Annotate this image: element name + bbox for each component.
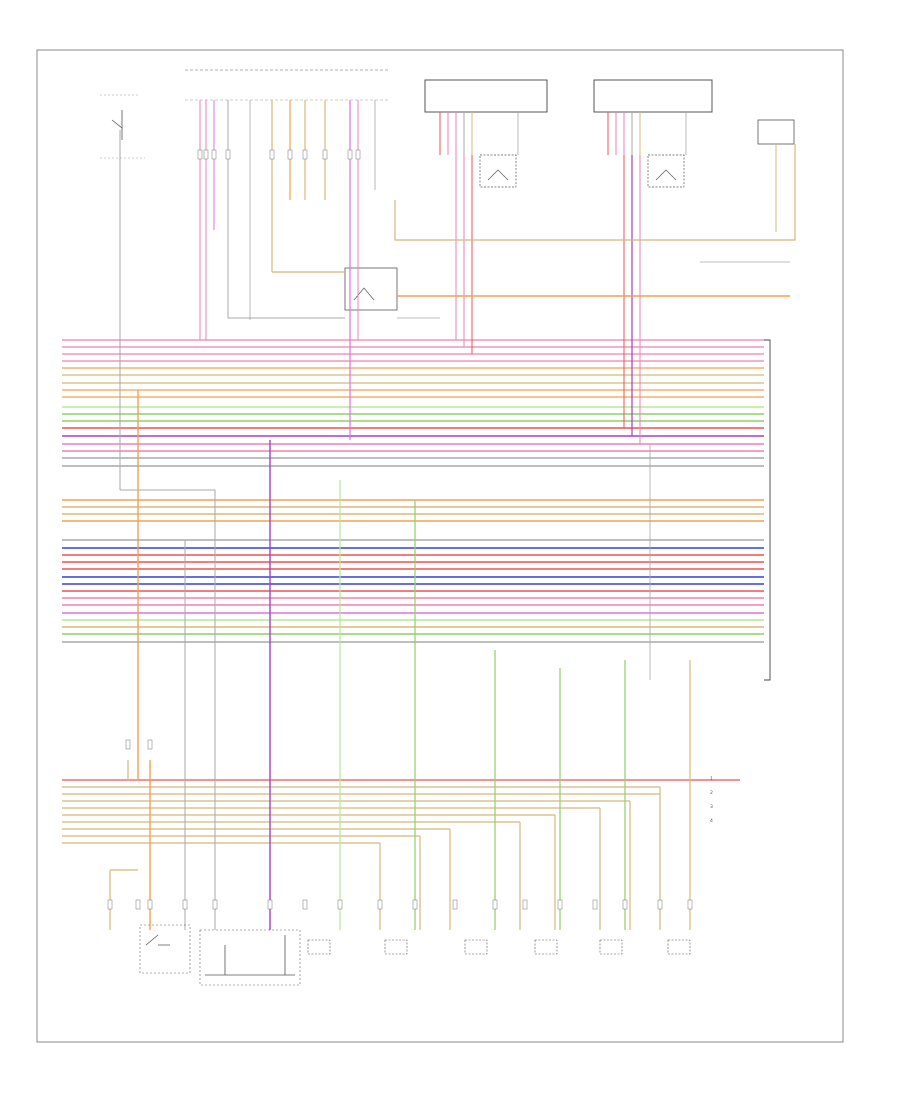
sensor-2	[384, 939, 408, 955]
connector-marks	[107, 149, 693, 910]
legend: 1 2 3 4	[710, 776, 713, 824]
sensor-6	[667, 939, 691, 955]
connector-pin	[522, 899, 528, 910]
legend-item: 4	[710, 818, 713, 824]
sensor-5	[599, 939, 623, 955]
svg-text:4: 4	[710, 818, 713, 824]
sensor-3	[464, 939, 488, 955]
connector-pin	[147, 899, 153, 910]
connector-pin	[225, 149, 231, 160]
connector-pin	[287, 149, 293, 160]
relay-wire	[227, 300, 345, 319]
connector-pin	[492, 899, 498, 910]
svg-text:2: 2	[710, 790, 713, 796]
connector-pin	[147, 739, 153, 750]
svg-text:1: 1	[710, 776, 713, 782]
connector-pin	[622, 899, 628, 910]
diagram-frame	[36, 49, 844, 1043]
fuse-block	[757, 119, 795, 145]
sensor-4	[534, 939, 558, 955]
connector-pin	[269, 149, 275, 160]
ignition-feed	[120, 489, 216, 540]
fuse-wire	[394, 144, 796, 241]
sensor-1	[307, 939, 331, 955]
svg-text:3: 3	[710, 804, 713, 810]
connector-pin	[347, 149, 353, 160]
connector-pin	[412, 899, 418, 910]
connector-pin	[355, 149, 361, 160]
connector-pin	[182, 899, 188, 910]
brake-switch	[139, 924, 191, 974]
right-headlight-module	[593, 79, 713, 113]
connector-pin	[452, 899, 458, 910]
center-relay	[344, 267, 398, 311]
relay-left	[479, 154, 517, 188]
connector-pin	[212, 899, 218, 910]
switch-assembly	[199, 929, 301, 986]
connector-pin	[377, 899, 383, 910]
connector-pin	[557, 899, 563, 910]
connector-pin	[337, 899, 343, 910]
front-module-header	[185, 69, 390, 101]
connector-pin	[657, 899, 663, 910]
legend-item: 1	[710, 776, 713, 782]
connector-pin	[302, 899, 308, 910]
connector-pin	[302, 149, 308, 160]
connector-pin	[211, 149, 217, 160]
connector-pin	[267, 899, 273, 910]
connector-pin	[592, 899, 598, 910]
connector-pin	[125, 739, 131, 750]
connector-pin	[135, 899, 141, 910]
relay-right	[647, 154, 685, 188]
left-headlight-module	[424, 79, 548, 113]
connector-pin	[687, 899, 693, 910]
wire-harness	[62, 100, 796, 930]
electronic-control-module	[764, 339, 771, 681]
ignition-switch	[100, 94, 145, 159]
legend-item: 2	[710, 790, 713, 796]
connector-pin	[322, 149, 328, 160]
legend-item: 3	[710, 804, 713, 810]
connector-pin	[203, 149, 209, 160]
connector-pin	[197, 149, 203, 160]
connector-pin	[107, 899, 113, 910]
